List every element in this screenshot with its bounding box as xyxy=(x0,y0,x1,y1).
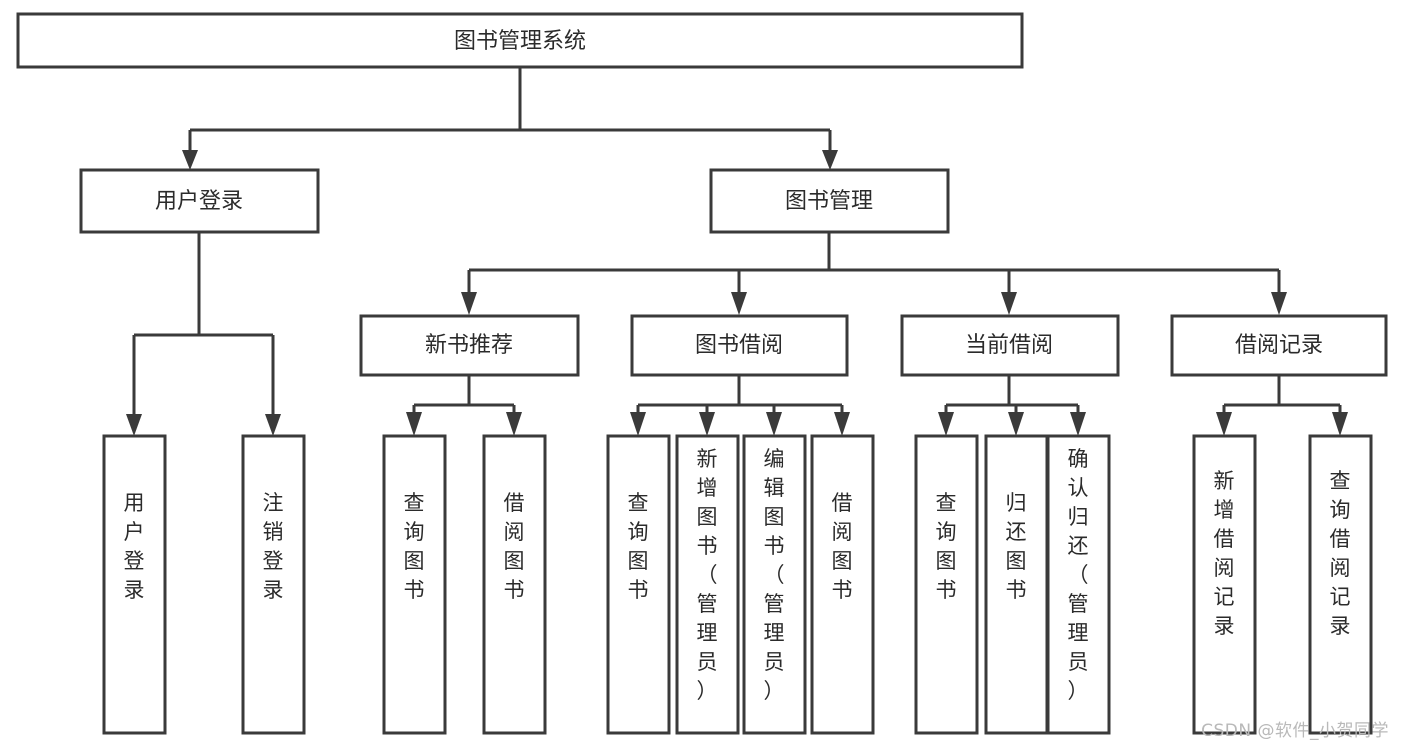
arrow-head-icon xyxy=(630,412,646,436)
arrow-head-icon xyxy=(461,292,477,315)
leaf-box[interactable] xyxy=(914,434,979,735)
leaf-node[interactable]: 查询图书 xyxy=(382,434,447,735)
leaf-label: 归还图书 xyxy=(1006,491,1027,602)
leaf-label: 借阅图书 xyxy=(504,491,525,602)
node-new-book-recommend[interactable]: 新书推荐 xyxy=(359,314,580,377)
leaf-node[interactable]: 查询图书 xyxy=(914,434,979,735)
leaf-label: 编辑图书（管理员） xyxy=(764,447,785,703)
leaf-box[interactable] xyxy=(606,434,671,735)
leaf-label: 查询图书 xyxy=(628,491,649,602)
leaf-box[interactable] xyxy=(675,434,740,735)
arrow-head-icon xyxy=(506,412,522,436)
leaf-box[interactable] xyxy=(241,434,306,735)
arrow-head-icon xyxy=(1332,412,1348,436)
leaf-node[interactable]: 借阅图书 xyxy=(810,434,875,735)
arrow-head-icon xyxy=(182,150,198,170)
leaf-box[interactable] xyxy=(742,434,807,735)
node-book-borrow[interactable]: 图书借阅 xyxy=(630,314,849,377)
arrow-head-icon xyxy=(822,150,838,170)
arrow-head-icon xyxy=(1008,412,1024,436)
node-root[interactable]: 图书管理系统 xyxy=(16,12,1024,69)
arrow-head-icon xyxy=(731,292,747,315)
arrow-head-icon xyxy=(265,414,281,436)
leaf-label: 用户登录 xyxy=(124,491,145,602)
leaf-box[interactable] xyxy=(482,434,547,735)
arrow-head-icon xyxy=(126,414,142,436)
node-book-borrow-label: 图书借阅 xyxy=(695,333,783,358)
leaf-label: 查询图书 xyxy=(404,491,425,602)
node-user-login[interactable]: 用户登录 xyxy=(79,168,320,234)
node-root-box[interactable] xyxy=(16,12,1024,69)
leaf-box[interactable] xyxy=(1192,434,1257,735)
arrow-head-icon xyxy=(1070,412,1086,436)
node-book-management[interactable]: 图书管理 xyxy=(709,168,950,234)
leaf-node[interactable]: 归还图书 xyxy=(984,434,1049,735)
leaf-label: 确认归还（管理员） xyxy=(1068,447,1089,703)
arrow-head-icon xyxy=(766,412,782,436)
leaf-box[interactable] xyxy=(382,434,447,735)
leaf-node[interactable]: 用户登录 xyxy=(102,434,167,735)
arrow-head-icon xyxy=(699,412,715,436)
leaf-box[interactable] xyxy=(1046,434,1111,735)
node-borrow-record[interactable]: 借阅记录 xyxy=(1170,314,1388,377)
arrow-head-icon xyxy=(406,412,422,436)
node-new-book-recommend-box[interactable] xyxy=(359,314,580,377)
node-user-login-box[interactable] xyxy=(79,168,320,234)
leaf-node[interactable]: 查询借阅记录 xyxy=(1308,434,1373,735)
leaf-node[interactable]: 借阅图书 xyxy=(482,434,547,735)
arrow-head-icon xyxy=(1001,292,1017,315)
leaf-label: 新增借阅记录 xyxy=(1214,469,1235,638)
leaf-node[interactable]: 查询图书 xyxy=(606,434,671,735)
node-book-management-box[interactable] xyxy=(709,168,950,234)
arrow-head-icon xyxy=(938,412,954,436)
arrow-head-icon xyxy=(1271,292,1287,315)
node-borrow-record-label: 借阅记录 xyxy=(1235,333,1323,358)
node-book-borrow-box[interactable] xyxy=(630,314,849,377)
leaf-label: 借阅图书 xyxy=(832,491,853,602)
node-borrow-record-box[interactable] xyxy=(1170,314,1388,377)
leaf-label: 注销登录 xyxy=(263,491,284,602)
leaf-node[interactable]: 编辑图书（管理员） xyxy=(742,434,807,735)
leaf-node[interactable]: 新增借阅记录 xyxy=(1192,434,1257,735)
leaf-label: 查询借阅记录 xyxy=(1330,469,1351,638)
node-new-book-recommend-label: 新书推荐 xyxy=(425,333,513,358)
node-book-management-label: 图书管理 xyxy=(785,189,873,214)
leaf-box[interactable] xyxy=(102,434,167,735)
node-user-login-label: 用户登录 xyxy=(155,189,243,214)
node-current-borrow-label: 当前借阅 xyxy=(965,333,1053,358)
leaf-box[interactable] xyxy=(810,434,875,735)
leaf-label: 查询图书 xyxy=(936,491,957,602)
leaf-node[interactable]: 注销登录 xyxy=(241,434,306,735)
leaf-label: 新增图书（管理员） xyxy=(697,447,718,703)
node-current-borrow-box[interactable] xyxy=(900,314,1120,377)
leaf-node[interactable]: 新增图书（管理员） xyxy=(675,434,740,735)
node-current-borrow[interactable]: 当前借阅 xyxy=(900,314,1120,377)
leaf-box[interactable] xyxy=(1308,434,1373,735)
arrow-head-icon xyxy=(834,412,850,436)
arrow-head-icon xyxy=(1216,412,1232,436)
connector-layer xyxy=(126,68,1348,436)
leaf-node[interactable]: 确认归还（管理员） xyxy=(1046,434,1111,735)
node-root-label: 图书管理系统 xyxy=(454,29,586,54)
